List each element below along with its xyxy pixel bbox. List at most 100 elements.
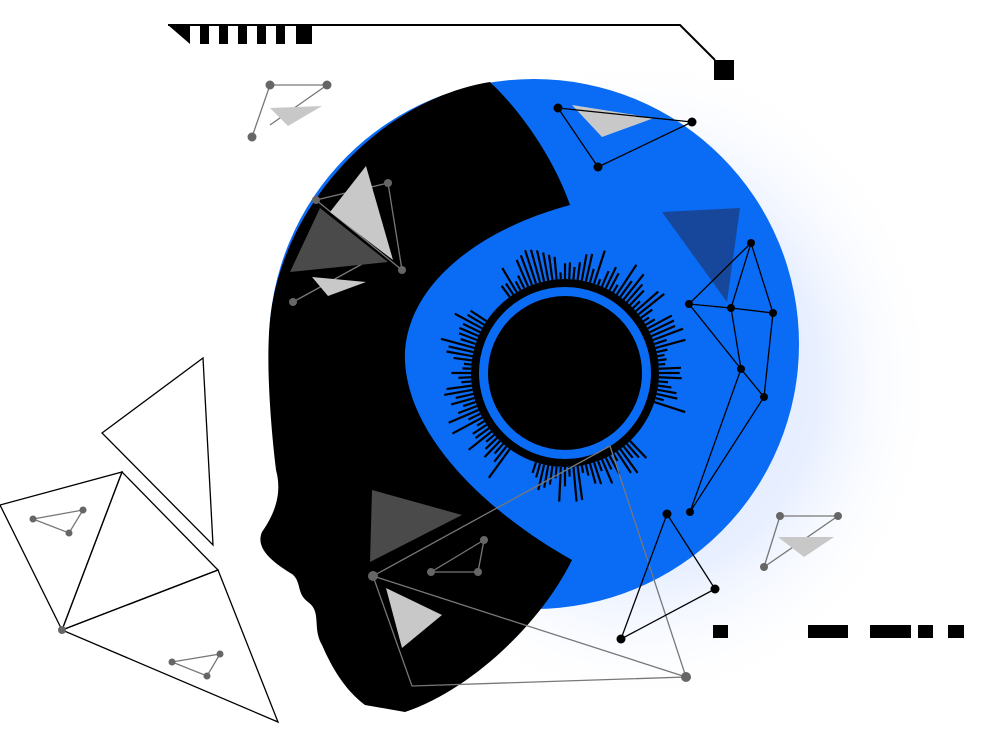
sound-wave-tick (472, 423, 488, 435)
sound-wave-tick (655, 396, 664, 402)
sound-wave-tick (658, 358, 667, 362)
sound-wave-tick (524, 249, 537, 284)
sound-wave-tick (448, 408, 479, 424)
sound-wave-tick (656, 348, 668, 354)
sound-wave-tick (604, 266, 618, 289)
sound-wave-tick (487, 448, 511, 479)
sound-wave-tick (652, 327, 684, 342)
sound-wave-tick (444, 388, 473, 397)
ring-core (488, 296, 642, 450)
sound-wave-tick (535, 250, 546, 282)
sound-wave-tick (537, 464, 546, 491)
sound-wave-tick (658, 362, 666, 366)
sound-wave-tick (576, 466, 584, 501)
sound-wave-tick (451, 416, 483, 435)
sound-wave-tick (647, 314, 673, 330)
sound-wave-tick (626, 443, 640, 459)
sound-wave-tick (501, 267, 518, 293)
sound-wave-tick (519, 254, 534, 286)
sound-wave-tick (474, 427, 490, 439)
sound-wave-tick (615, 450, 632, 474)
sound-wave-tick (568, 262, 572, 280)
sound-wave-tick (622, 445, 634, 459)
sound-wave-tick (637, 293, 665, 316)
sound-wave-tick (462, 401, 476, 408)
sound-wave-tick (440, 337, 475, 350)
sound-wave-tick (453, 356, 472, 362)
sound-wave-tick (458, 326, 479, 338)
sound-wave-tick (460, 338, 476, 345)
sound-wave-tick (454, 312, 483, 330)
sound-wave-tick (642, 316, 650, 323)
sound-wave-tick (483, 440, 501, 458)
sound-wave-tick (543, 465, 550, 488)
sound-wave-tick (548, 466, 554, 485)
sound-wave-tick (500, 285, 511, 298)
sound-wave-tick (468, 430, 493, 451)
sound-wave-tick (446, 384, 472, 391)
sound-wave-tick (649, 319, 675, 334)
sound-wave-tick (493, 443, 504, 455)
sound-wave-tick (656, 392, 678, 400)
sound-wave-tick (655, 338, 686, 350)
sound-wave-tick (463, 362, 472, 366)
sound-wave-tick (626, 283, 644, 303)
sound-wave-tick (632, 300, 641, 309)
sound-wave-tick (588, 463, 597, 484)
sound-wave-tick (542, 252, 550, 281)
top-bar-decoration (168, 24, 734, 80)
sound-wave-tick (515, 259, 530, 287)
sound-wave-tick (493, 445, 508, 463)
sound-wave-tick (619, 448, 639, 474)
sound-wave-tick (608, 272, 620, 291)
sound-wave-tick (466, 313, 485, 326)
sound-wave-tick (622, 273, 645, 301)
sound-wave-tick (593, 462, 603, 485)
sound-wave-tick (600, 459, 614, 484)
sound-wave-tick (658, 376, 682, 380)
sound-wave-tick (553, 256, 558, 280)
sound-wave-tick (547, 254, 554, 280)
sound-wave-tick (651, 324, 676, 338)
sound-wave-tick (596, 278, 602, 286)
sound-wave-tick (604, 457, 613, 470)
sound-wave-tick (640, 308, 653, 319)
sound-wave-tick (612, 284, 619, 293)
sound-wave-tick (484, 437, 498, 450)
sound-wave-tick (455, 392, 474, 400)
sound-wave-tick (580, 465, 585, 474)
sound-wave-tick (476, 420, 485, 427)
sound-wave-tick (458, 376, 472, 379)
sound-wave-tick (462, 322, 481, 334)
sound-wave-tick (645, 318, 656, 326)
sound-wave-tick (446, 350, 473, 358)
sound-wave-tick (461, 380, 472, 384)
sound-wave-tick (576, 262, 582, 280)
sound-wave-tick (658, 366, 682, 370)
outline-triangles (0, 356, 280, 724)
sound-wave-tick (654, 401, 686, 414)
sound-wave-tick (448, 345, 474, 354)
sound-wave-tick (529, 249, 542, 283)
sound-wave-tick (593, 250, 606, 284)
sound-wave-tick (657, 388, 677, 395)
bottom-dashes-decoration (713, 625, 964, 638)
sound-wave-tick (580, 254, 588, 281)
black-nodes (553, 103, 777, 644)
sound-wave-tick (469, 309, 488, 323)
sound-wave-tick (657, 353, 665, 358)
sound-wave-tick (558, 466, 562, 502)
sound-wave-tick (596, 460, 603, 472)
sound-wave-tick (600, 270, 610, 287)
sound-wave-tick (535, 463, 542, 478)
sound-wave-tick (458, 332, 478, 342)
sound-wave-tick (658, 384, 672, 389)
sound-wave-tick (584, 464, 590, 476)
sound-wave-tick (514, 280, 522, 291)
ring-outer-band (471, 279, 659, 467)
sound-wave-tick (505, 283, 515, 296)
sound-wave-tick (457, 404, 478, 415)
sound-wave-tick (531, 462, 537, 474)
sound-wave-tick (635, 290, 659, 312)
